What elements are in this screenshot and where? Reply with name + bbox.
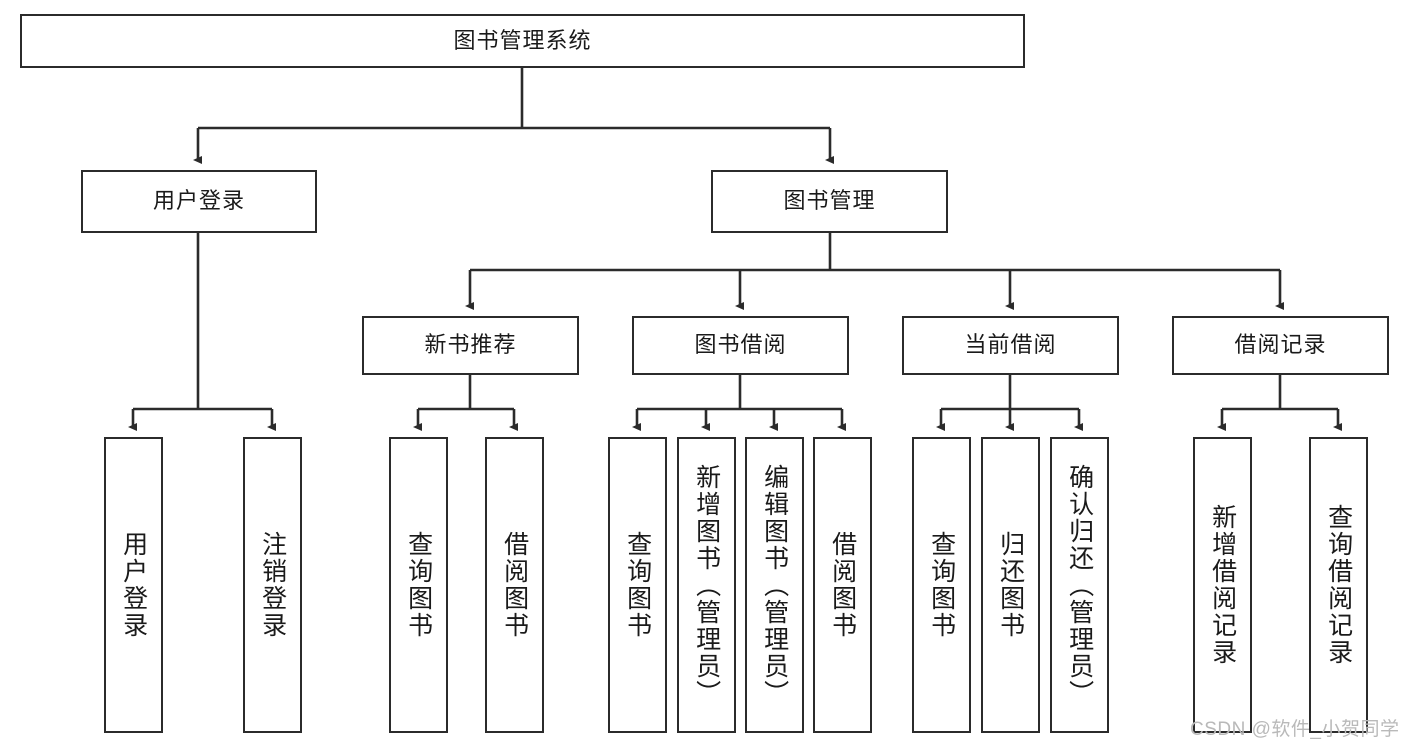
node-label: 借阅记录 [1234,332,1327,358]
node-book-management[interactable]: 图书管理 [711,170,948,233]
node-label: 新增图书（管理员） [692,463,721,707]
leaf-return-books[interactable]: 归还图书 [981,437,1040,733]
leaf-borrow-books[interactable]: 借阅图书 [813,437,872,733]
leaf-confirm-return-admin[interactable]: 确认归还（管理员） [1050,437,1109,733]
node-label: 归还图书 [996,531,1025,639]
leaf-query-books-newbook[interactable]: 查询图书 [389,437,448,733]
node-label: 借阅图书 [828,531,857,639]
node-label: 当前借阅 [964,332,1057,358]
node-label: 查询借阅记录 [1324,504,1353,666]
node-label: 图书管理 [783,188,876,214]
node-borrowing-records[interactable]: 借阅记录 [1172,316,1389,375]
leaf-add-book-admin[interactable]: 新增图书（管理员） [677,437,736,733]
node-label: 用户登录 [119,531,148,639]
node-label: 新增借阅记录 [1208,504,1237,666]
node-label: 用户登录 [152,188,245,214]
node-label: 查询图书 [623,531,652,639]
node-current-borrowing[interactable]: 当前借阅 [902,316,1119,375]
node-label: 注销登录 [258,531,287,639]
leaf-add-borrow-record[interactable]: 新增借阅记录 [1193,437,1252,733]
node-label: 查询图书 [927,531,956,639]
node-label: 借阅图书 [500,531,529,639]
node-label: 图书管理系统 [453,27,592,53]
node-label: 确认归还（管理员） [1065,463,1094,707]
leaf-logout[interactable]: 注销登录 [243,437,302,733]
node-new-book-recommendation[interactable]: 新书推荐 [362,316,579,375]
node-root-book-management-system[interactable]: 图书管理系统 [20,14,1025,68]
node-label: 新书推荐 [424,332,517,358]
leaf-query-borrow-record[interactable]: 查询借阅记录 [1309,437,1368,733]
leaf-user-login[interactable]: 用户登录 [104,437,163,733]
leaf-edit-book-admin[interactable]: 编辑图书（管理员） [745,437,804,733]
leaf-query-books-current[interactable]: 查询图书 [912,437,971,733]
node-label: 查询图书 [404,531,433,639]
node-label: 图书借阅 [694,332,787,358]
node-label: 编辑图书（管理员） [760,463,789,707]
leaf-query-books-borrow[interactable]: 查询图书 [608,437,667,733]
watermark: CSDN @软件_小贺同学 [1190,719,1400,740]
leaf-borrow-books-newbook[interactable]: 借阅图书 [485,437,544,733]
node-book-borrowing[interactable]: 图书借阅 [632,316,849,375]
node-user-login[interactable]: 用户登录 [81,170,317,233]
